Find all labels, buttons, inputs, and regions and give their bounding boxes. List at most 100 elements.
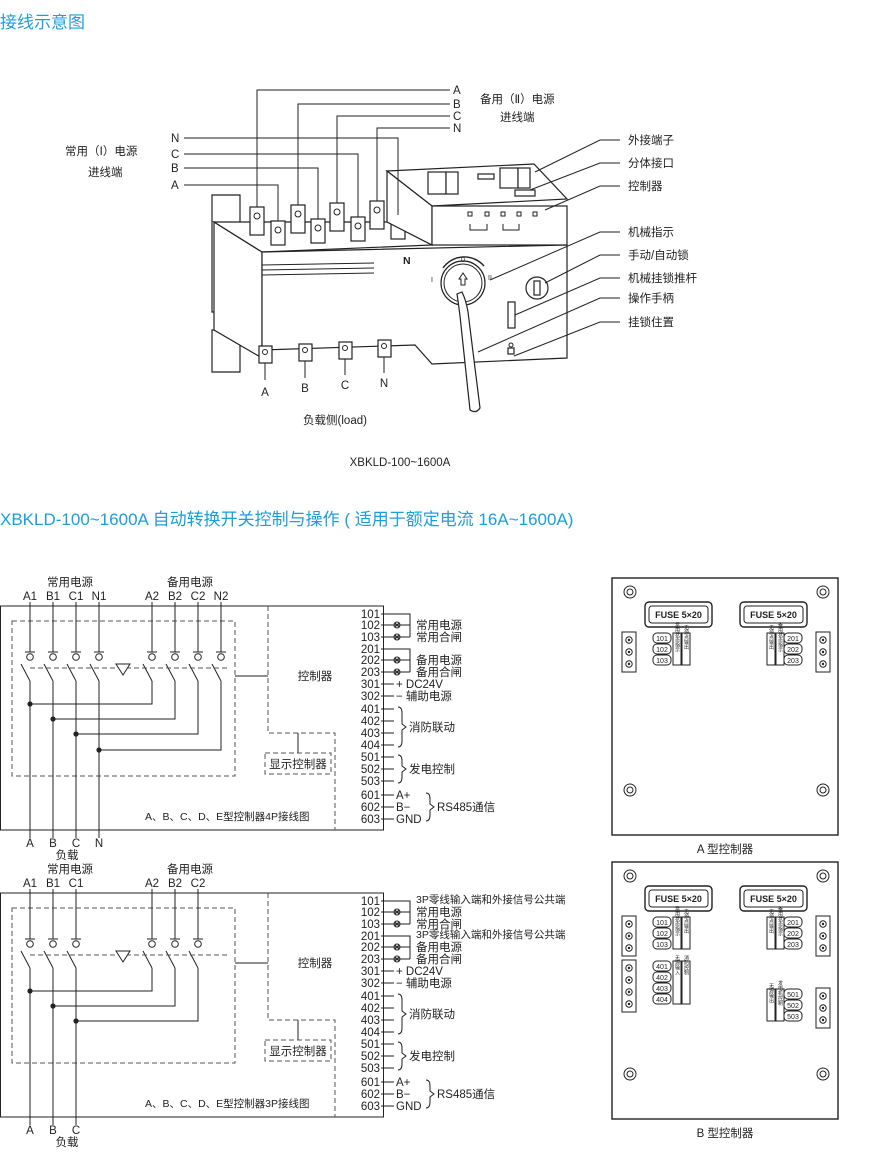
vertical-tag: 常用状态指示: [674, 621, 680, 652]
terminal-number: 401: [361, 991, 380, 1003]
terminal-screw-icon[interactable]: [819, 932, 827, 940]
terminal-screw-icon[interactable]: [819, 944, 827, 952]
lamp-icon: [393, 656, 401, 664]
screw-center: [627, 638, 631, 642]
terminal-screw-icon[interactable]: [819, 1004, 827, 1012]
terminal-block: [815, 915, 831, 957]
switch-boundary: [11, 620, 236, 777]
neutral-mark: N: [403, 255, 411, 267]
contact-icon: [26, 940, 34, 948]
normal-leader-lines: [184, 137, 399, 221]
backup-source-label: 备用电源: [167, 575, 213, 589]
switch-blade: [66, 950, 77, 969]
switch-blade: [211, 663, 222, 682]
screw-center: [821, 1018, 825, 1022]
load-terminals: [258, 339, 392, 380]
terminal-screw-icon[interactable]: [625, 648, 633, 656]
terminal-screw-icon[interactable]: [819, 1016, 827, 1024]
padlock-push-rod[interactable]: [507, 301, 516, 329]
terminal-screw-icon[interactable]: [625, 636, 633, 644]
terminal-screw-icon[interactable]: [819, 660, 827, 668]
terminal-tag: [652, 971, 672, 983]
terminal-number: 402: [361, 1003, 380, 1015]
terminal-number: 301: [361, 966, 380, 978]
terminal-screw-icon[interactable]: [625, 988, 633, 996]
contact-icon: [72, 940, 80, 948]
pole-label: B2: [168, 591, 182, 603]
terminal-label: 常用电源: [416, 905, 462, 919]
pole-line: [48, 602, 58, 653]
load-phase-label: N: [380, 378, 388, 390]
pole-line: [193, 602, 203, 653]
backup-phase-label: C: [453, 111, 461, 123]
terminal-number: 103: [361, 632, 380, 644]
terminal-label: 常用合闸: [416, 630, 462, 644]
terminal-label: + DC24V: [396, 679, 443, 691]
vertical-tag: 无源输出: [768, 983, 774, 1004]
contact-icon: [148, 940, 156, 948]
terminal-screw-icon[interactable]: [625, 920, 633, 928]
lamp-icon: [393, 668, 401, 676]
tag-box: [672, 960, 682, 1005]
terminal-common-line: [381, 935, 411, 959]
screw-center: [627, 650, 631, 654]
terminal-screw-icon[interactable]: [625, 976, 633, 984]
terminal-screw-icon[interactable]: [625, 964, 633, 972]
terminal-number: 601: [361, 1077, 380, 1089]
screw-center: [821, 994, 825, 998]
vertical-tag: 无源输入: [674, 955, 680, 975]
contact-icon: [49, 653, 57, 661]
screw-center: [821, 662, 825, 666]
switch-blade: [20, 950, 31, 969]
terminal-number: 102: [361, 620, 380, 632]
terminal-common-line: [381, 613, 411, 637]
terminal-tag: [652, 632, 672, 644]
pole-line: [94, 602, 104, 653]
terminal-number: 603: [361, 814, 380, 826]
terminal-screw-icon[interactable]: [819, 920, 827, 928]
vertical-tag: 无源点输出: [768, 909, 774, 935]
terminal-number: 401: [361, 704, 380, 716]
backup-tie-line: [30, 681, 153, 705]
normal-source-label: 常用电源: [47, 575, 93, 589]
brace-label: 发电控制: [409, 1049, 455, 1063]
normal-phase-label: A: [171, 180, 179, 192]
fuse-holder: [644, 885, 713, 912]
terminal-screw-icon[interactable]: [819, 636, 827, 644]
terminal-screw-icon[interactable]: [625, 660, 633, 668]
terminal-screw-icon[interactable]: [819, 992, 827, 1000]
terminal-number: 202: [787, 647, 799, 654]
pole-line: [147, 889, 157, 940]
fuse-holder: [644, 601, 713, 628]
operating-handle[interactable]: [456, 291, 481, 413]
brace-label: RS485通信: [437, 1088, 495, 1101]
contact-icon: [95, 653, 103, 661]
tag-box: [672, 632, 682, 666]
screw-center: [627, 990, 631, 994]
lamp-cross: [394, 909, 400, 915]
backup-tie-line: [53, 968, 176, 1007]
vent-slots: [261, 262, 375, 276]
terminal-block: [815, 631, 831, 673]
terminal-tag: [652, 916, 672, 928]
vertical-tag: 发电机控制: [777, 980, 783, 1007]
terminal-screw-icon[interactable]: [625, 932, 633, 940]
contact-icon: [72, 653, 80, 661]
load-phase-label: B: [301, 383, 309, 395]
vertical-tag: 无源点输出: [683, 909, 689, 935]
terminal-screw-icon[interactable]: [625, 944, 633, 952]
terminal-label: 常用电源: [416, 618, 462, 632]
terminal-label: 3P零线输入端和外接信号公共端: [416, 928, 566, 941]
load-label: 负载: [56, 848, 79, 862]
switch-blade: [66, 663, 77, 682]
dial-label-0: 0: [461, 257, 465, 264]
terminal-screw-icon[interactable]: [625, 1000, 633, 1008]
terminal-screw-icon[interactable]: [819, 648, 827, 656]
terminal-number: 203: [361, 954, 380, 966]
terminal-number: 101: [656, 920, 668, 927]
lamp-icon: [393, 621, 401, 629]
display-controller-box: [264, 752, 332, 775]
vertical-tag: 消防控制: [683, 954, 689, 976]
callout-label: 外接端子: [628, 134, 674, 147]
